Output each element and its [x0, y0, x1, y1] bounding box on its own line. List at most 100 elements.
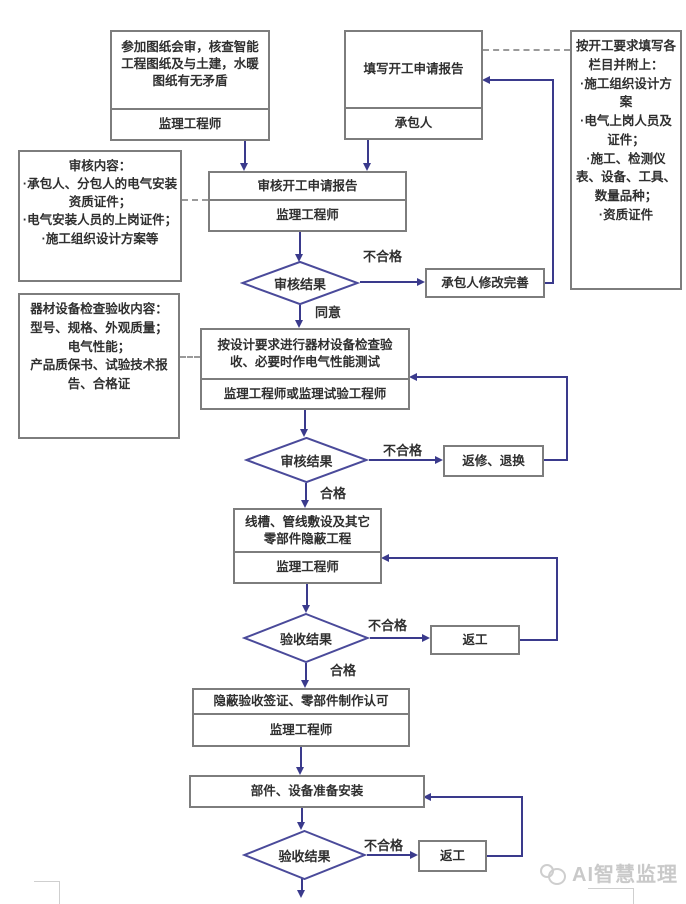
arrow-decision3-fail	[370, 637, 423, 639]
watermark-text: AI智慧监理	[572, 864, 678, 886]
dashed-connector-criteria-to-review	[182, 199, 208, 201]
arrowhead	[422, 633, 430, 642]
node-review-report-text: 审核开工申请报告	[257, 178, 358, 193]
arrowhead	[296, 767, 304, 775]
node-rework-2: 返工	[418, 840, 487, 872]
node-prepare-install-text: 部件、设备准备安装	[250, 784, 364, 799]
node-apply-report-staff: 承包人	[346, 107, 481, 138]
arrow-decision3-to-sign	[305, 663, 307, 681]
note-line: ·资质证件	[598, 207, 654, 222]
loop-rework2-in	[430, 796, 523, 798]
arrowhead	[295, 254, 303, 262]
note-line: ·施工组织设计方案等	[41, 231, 159, 246]
node-material-inspect: 按设计要求进行器材设备检查验收、必要时作电气性能测试 监理工程师或监理试验工程师	[200, 328, 410, 410]
arrowhead	[301, 500, 309, 508]
node-rework-2-text: 返工	[439, 848, 465, 863]
note-line: 电气性能；	[67, 339, 131, 354]
arrow-decision4-fail	[367, 854, 411, 856]
arrowhead	[381, 553, 389, 562]
node-rework-1-text: 返工	[462, 632, 488, 647]
arrow-inspect-to-decision2	[304, 410, 306, 430]
watermark-logo-icon	[540, 862, 566, 885]
label-fail-3: 不合格	[368, 618, 408, 633]
node-drawing-review-text: 参加图纸会审，核查智能工程图纸及与土建，水暖图纸有无矛盾	[121, 40, 259, 88]
node-apply-report: 填写开工申请报告 承包人	[344, 30, 483, 140]
loop-repair-in	[416, 376, 568, 378]
label-agree: 同意	[315, 305, 342, 320]
loop-rework1-out	[520, 639, 558, 641]
loop-rework1-in	[388, 557, 558, 559]
diamond-shape	[240, 261, 360, 305]
loop-repair-up	[566, 376, 568, 461]
note-start-requirements: 按开工要求填写各栏目并附上： ·施工组织设计方案 ·电气上岗人员及证件； ·施工…	[570, 30, 682, 290]
watermark: AI智慧监理	[540, 858, 678, 887]
node-concealed-work-staff: 监理工程师	[235, 551, 380, 582]
decision-review-1: 审核结果	[240, 261, 360, 305]
decision-accept-2-text: 验收结果	[278, 848, 331, 864]
decision-review-1-text: 审核结果	[273, 276, 326, 292]
node-prepare-install: 部件、设备准备安装	[189, 775, 425, 808]
arrow-decision1-fail	[360, 281, 418, 283]
note-line: 器材设备检查验收内容：	[30, 302, 168, 316]
loop-rework1-up	[556, 557, 558, 641]
arrow-decision2-to-concealed	[305, 483, 307, 501]
node-material-inspect-staff: 监理工程师或监理试验工程师	[202, 378, 408, 408]
note-line: 型号、规格、外观质量；	[30, 320, 168, 335]
loop-fix-out	[545, 282, 554, 284]
loop-rework2-out	[487, 855, 523, 857]
arrow-apply-to-review	[367, 140, 369, 163]
node-concealed-work-text: 线槽、管线敷设及其它零部件隐蔽工程	[244, 514, 370, 546]
arrowhead	[297, 890, 305, 898]
node-material-inspect-text: 按设计要求进行器材设备检查验收、必要时作电气性能测试	[217, 338, 393, 369]
note-line: 产品质保书、试验技术报告、合格证	[30, 358, 168, 391]
note-line: 按开工要求填写各栏目并附上：	[575, 39, 676, 72]
decision-accept-2: 验收结果	[242, 830, 367, 880]
arrowhead	[482, 75, 490, 84]
decision-review-2: 审核结果	[244, 437, 369, 483]
page-corner-mark	[34, 881, 60, 882]
arrowhead	[410, 850, 418, 859]
arrowhead	[301, 680, 309, 688]
node-drawing-review: 参加图纸会审，核查智能工程图纸及与土建，水暖图纸有无矛盾 监理工程师	[110, 30, 270, 141]
arrow-concealed-to-decision3	[306, 584, 308, 606]
node-repair-replace-text: 返修、退换	[462, 453, 525, 468]
page-corner-mark	[633, 888, 634, 904]
arrowhead	[302, 605, 310, 613]
arrowhead	[435, 455, 443, 464]
arrow-decision1-to-inspect	[299, 305, 301, 321]
arrowhead	[409, 372, 417, 381]
arrowhead	[240, 163, 248, 171]
node-drawing-review-staff: 监理工程师	[112, 108, 268, 139]
label-fail-1: 不合格	[363, 249, 403, 264]
note-line: ·承包人、分包人的电气安装资质证件；	[22, 177, 178, 210]
diamond-shape	[242, 830, 367, 880]
label-pass-1: 合格	[320, 486, 347, 501]
note-material-criteria: 器材设备检查验收内容： 型号、规格、外观质量； 电气性能； 产品质保书、试验技术…	[18, 293, 180, 439]
arrowhead	[423, 792, 431, 801]
node-contractor-fix-text: 承包人修改完善	[441, 275, 529, 290]
arrow-decision4-down	[301, 878, 303, 891]
dashed-connector-materials-to-inspect	[180, 356, 200, 358]
note-line: ·电气安装人员的上岗证件；	[22, 213, 178, 228]
node-repair-replace: 返修、退换	[443, 445, 544, 477]
note-line: 审核内容：	[68, 159, 132, 173]
loop-rework2-up	[521, 796, 523, 857]
loop-fix-up	[552, 79, 554, 284]
arrow-prepare-to-decision4	[301, 808, 303, 823]
arrow-drawing-to-review	[244, 141, 246, 163]
arrowhead	[417, 277, 425, 286]
node-rework-1: 返工	[430, 625, 520, 655]
node-apply-report-text: 填写开工申请报告	[363, 62, 464, 77]
node-concealed-sign: 隐蔽验收签证、零部件制作认可 监理工程师	[192, 688, 410, 747]
node-concealed-sign-staff: 监理工程师	[194, 713, 408, 745]
note-line: ·电气上岗人员及证件；	[580, 114, 672, 147]
page-corner-mark	[588, 888, 634, 889]
arrowhead	[363, 163, 371, 171]
decision-accept-1: 验收结果	[242, 613, 370, 663]
node-review-report-staff: 监理工程师	[210, 199, 405, 230]
loop-repair-out	[544, 459, 568, 461]
arrowhead	[295, 320, 303, 328]
label-fail-4: 不合格	[364, 838, 404, 853]
diamond-shape	[242, 613, 370, 663]
